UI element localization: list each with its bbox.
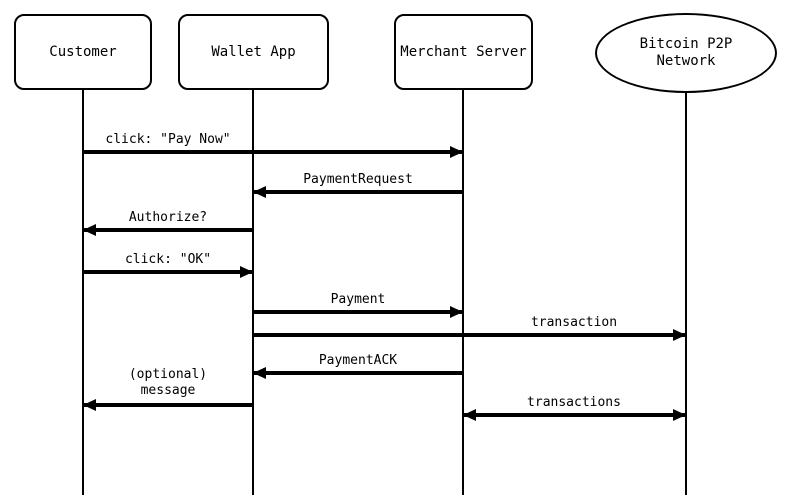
message-line-payment-request — [253, 190, 463, 194]
arrowhead-left-icon — [83, 399, 96, 411]
message-line-click-pay-now — [83, 150, 463, 154]
lifeline-customer — [82, 90, 84, 495]
arrowhead-left-icon — [83, 224, 96, 236]
arrowhead-right-icon — [673, 409, 686, 421]
message-label-click-ok: click: "OK" — [124, 252, 212, 267]
message-label-payment: Payment — [330, 292, 386, 307]
message-line-click-ok — [83, 270, 253, 274]
message-label-authorize: Authorize? — [128, 210, 208, 225]
message-line-payment — [253, 310, 463, 314]
message-line-transaction — [253, 333, 686, 337]
message-line-authorize — [83, 228, 253, 232]
arrowhead-right-icon — [450, 306, 463, 318]
actor-wallet-app-label: Wallet App — [211, 43, 296, 60]
lifeline-merchant-server — [462, 90, 464, 495]
arrowhead-right-icon — [673, 329, 686, 341]
actor-customer: Customer — [14, 14, 152, 90]
message-label-transaction: transaction — [530, 315, 618, 330]
message-label-click-pay-now: click: "Pay Now" — [105, 132, 231, 147]
message-label-optional-message-line1: (optional) — [128, 367, 208, 382]
arrowhead-left-icon — [253, 367, 266, 379]
message-line-transactions — [463, 413, 686, 417]
message-label-optional-message-line2: message — [140, 383, 196, 398]
message-label-transactions: transactions — [527, 395, 621, 410]
actor-customer-label: Customer — [49, 43, 117, 60]
actor-bitcoin-p2p-network-label-line2: Network — [656, 53, 716, 69]
message-label-payment-ack: PaymentACK — [318, 353, 398, 368]
actor-bitcoin-p2p-network-label-line1: Bitcoin P2P — [639, 36, 733, 52]
lifeline-bitcoin-p2p-network — [685, 93, 687, 495]
message-label-payment-request: PaymentRequest — [303, 172, 413, 187]
actor-merchant-server-label: Merchant Server — [400, 43, 527, 60]
arrowhead-right-icon — [240, 266, 253, 278]
arrowhead-left-icon — [253, 186, 266, 198]
actor-wallet-app: Wallet App — [178, 14, 329, 90]
message-line-payment-ack — [253, 371, 463, 375]
actor-merchant-server: Merchant Server — [394, 14, 533, 90]
message-label-optional-message: (optional) message — [129, 367, 207, 399]
arrowhead-right-icon — [450, 146, 463, 158]
actor-bitcoin-p2p-network: Bitcoin P2P Network — [595, 13, 777, 93]
arrowhead-left-icon — [463, 409, 476, 421]
message-line-optional-message — [83, 403, 253, 407]
lifeline-wallet-app — [252, 90, 254, 495]
